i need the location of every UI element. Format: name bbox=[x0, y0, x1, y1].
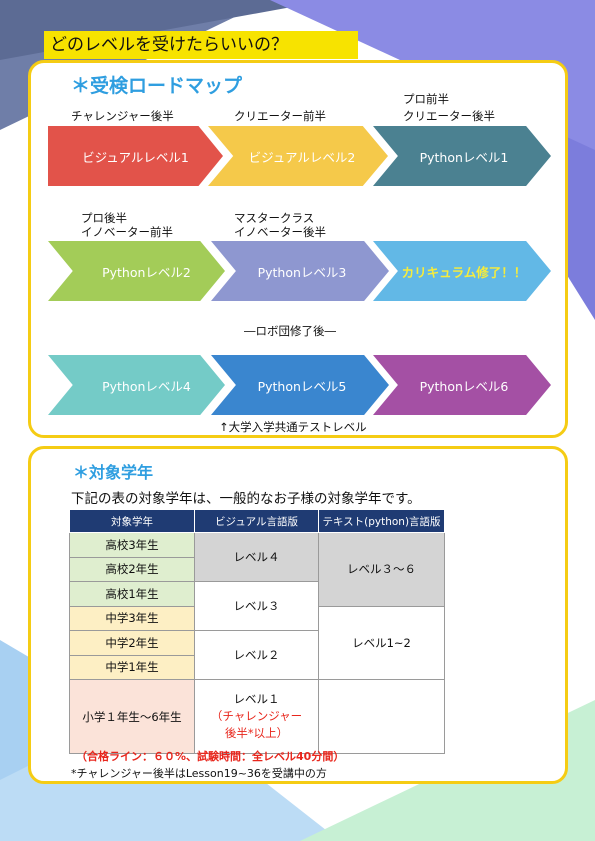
grade-cell: 小学１年生〜6年生 bbox=[69, 679, 195, 754]
visual-level-cell: レベル２ bbox=[194, 630, 319, 680]
roadmap-step-python-level-3: Pythonレベル3 bbox=[211, 241, 389, 301]
roadmap-step-python-level-5: Pythonレベル5 bbox=[211, 355, 389, 415]
roadmap-step-python-level-2: Pythonレベル2 bbox=[48, 241, 225, 301]
table-row: 中学2年生 レベル２ bbox=[69, 630, 445, 680]
robot-completion-note: ―ロボ団修了後― bbox=[244, 324, 336, 338]
table-header-row: 対象学年 ビジュアル言語版 テキスト(python)言語版 bbox=[69, 509, 445, 533]
university-test-note: ↑大学入学共通テストレベル bbox=[219, 420, 367, 434]
roadmap-step-visual-level-2: ビジュアルレベル2 bbox=[208, 126, 388, 186]
text-level-cell: レベル３〜６ bbox=[318, 532, 445, 607]
visual-level-cell: レベル３ bbox=[194, 581, 319, 631]
visual-level-note: （チャレンジャー bbox=[210, 709, 303, 723]
pass-line-note: （合格ライン：６０%、試験時間：全レベル40分間） bbox=[76, 750, 345, 763]
roadmap-annotation: チャレンジャー後半 bbox=[71, 109, 174, 123]
visual-level-cell: レベル１ （チャレンジャー 後半*以上） bbox=[194, 679, 319, 754]
target-grade-panel: ＊対象学年 下記の表の対象学年は、一般的なお子様の対象学年です。 対象学年 ビジ… bbox=[28, 446, 568, 784]
visual-level-main: レベル１ bbox=[233, 692, 280, 706]
target-grade-intro: 下記の表の対象学年は、一般的なお子様の対象学年です。 bbox=[71, 491, 421, 507]
table-row: 高校3年生 レベル４ レベル３〜６ bbox=[69, 532, 445, 607]
visual-level-note: 後半*以上） bbox=[224, 726, 289, 740]
table-header-grade: 対象学年 bbox=[69, 509, 195, 533]
table-header-visual: ビジュアル言語版 bbox=[194, 509, 319, 533]
roadmap-step-python-level-6: Pythonレベル6 bbox=[373, 355, 551, 415]
roadmap-annotation: プロ後半 イノベーター前半 bbox=[81, 211, 173, 239]
grade-cell: 高校3年生 bbox=[69, 532, 195, 558]
roadmap-step-python-level-1: Pythonレベル1 bbox=[373, 126, 551, 186]
table-row: 中学1年生 bbox=[69, 654, 445, 680]
table-row: 高校1年生 レベル３ bbox=[69, 581, 445, 631]
table-row: 高校2年生 bbox=[69, 556, 445, 582]
grade-cell: 中学1年生 bbox=[69, 654, 195, 680]
roadmap-annotation: クリエーター前半 bbox=[234, 109, 326, 123]
text-level-cell bbox=[318, 679, 445, 754]
table-header-text: テキスト(python)言語版 bbox=[318, 509, 445, 533]
challenger-footnote: *チャレンジャー後半はLesson19~36を受講中の方 bbox=[71, 767, 327, 780]
target-grade-heading: ＊対象学年 bbox=[73, 463, 154, 482]
roadmap-panel: ＊受検ロードマップ チャレンジャー後半 クリエーター前半 プロ前半 クリエーター… bbox=[28, 60, 568, 438]
roadmap-annotation: プロ前半 クリエーター後半 bbox=[403, 92, 495, 123]
text-level-cell: レベル1~2 bbox=[318, 605, 445, 680]
visual-level-cell: レベル４ bbox=[194, 532, 319, 582]
target-grade-table: 対象学年 ビジュアル言語版 テキスト(python)言語版 高校3年生 レベル４… bbox=[69, 509, 445, 754]
grade-cell: 中学2年生 bbox=[69, 630, 195, 656]
grade-cell: 中学3年生 bbox=[69, 605, 195, 631]
grade-cell: 高校1年生 bbox=[69, 581, 195, 607]
page-title: どのレベルを受けたらいいの？ bbox=[44, 31, 358, 59]
roadmap-step-curriculum-complete: カリキュラム修了！！ bbox=[373, 241, 551, 301]
roadmap-step-python-level-4: Pythonレベル4 bbox=[48, 355, 225, 415]
roadmap-heading: ＊受検ロードマップ bbox=[71, 75, 243, 97]
roadmap-annotation: マスタークラス イノベーター後半 bbox=[234, 211, 326, 239]
table-row: 小学１年生〜6年生 レベル１ （チャレンジャー 後半*以上） bbox=[69, 679, 445, 754]
roadmap-step-visual-level-1: ビジュアルレベル1 bbox=[48, 126, 223, 186]
grade-cell: 高校2年生 bbox=[69, 556, 195, 582]
